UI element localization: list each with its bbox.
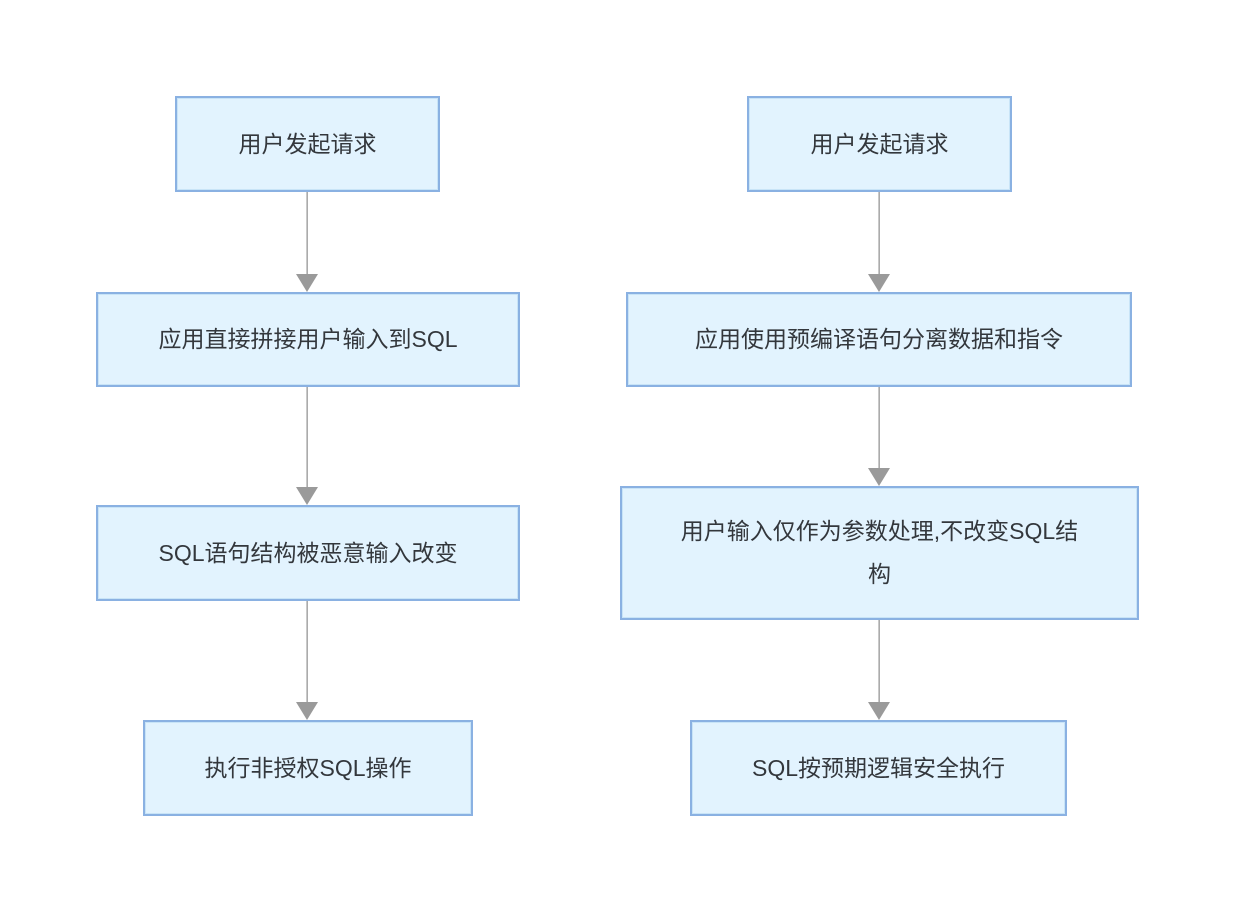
node-vulnerable-unauthorized-sql: 执行非授权SQL操作 — [143, 720, 473, 816]
arrow-head-icon — [296, 274, 318, 292]
arrow-down-connector — [296, 192, 318, 292]
arrow-head-icon — [296, 702, 318, 720]
node-secure-parameterized-input: 用户输入仅作为参数处理,不改变SQL结构 — [620, 486, 1139, 620]
node-label: 用户发起请求 — [810, 130, 949, 157]
node-vulnerable-user-request: 用户发起请求 — [175, 96, 440, 192]
node-vulnerable-structure-altered: SQL语句结构被恶意输入改变 — [96, 505, 520, 601]
arrow-stem — [306, 387, 308, 489]
arrow-stem — [878, 620, 880, 704]
arrow-stem — [878, 387, 880, 470]
arrow-down-connector — [868, 387, 890, 486]
arrow-head-icon — [868, 702, 890, 720]
arrow-head-icon — [868, 468, 890, 486]
node-label: 用户发起请求 — [238, 130, 377, 157]
node-label: SQL按预期逻辑安全执行 — [751, 754, 1006, 781]
arrow-stem — [878, 192, 880, 276]
arrow-stem — [306, 601, 308, 704]
arrow-head-icon — [296, 487, 318, 505]
arrow-head-icon — [868, 274, 890, 292]
node-secure-prepared-statement: 应用使用预编译语句分离数据和指令 — [626, 292, 1132, 387]
arrow-down-connector — [296, 387, 318, 505]
node-label: 应用使用预编译语句分离数据和指令 — [695, 326, 1063, 353]
node-label: 执行非授权SQL操作 — [204, 754, 412, 781]
node-label: SQL语句结构被恶意输入改变 — [158, 539, 458, 566]
node-secure-user-request: 用户发起请求 — [747, 96, 1012, 192]
arrow-down-connector — [868, 192, 890, 292]
node-vulnerable-string-concat: 应用直接拼接用户输入到SQL — [96, 292, 520, 387]
arrow-down-connector — [868, 620, 890, 720]
node-label: 用户输入仅作为参数处理,不改变SQL结构 — [680, 518, 1079, 587]
node-secure-safe-execution: SQL按预期逻辑安全执行 — [690, 720, 1067, 816]
arrow-down-connector — [296, 601, 318, 720]
node-label: 应用直接拼接用户输入到SQL — [158, 326, 458, 353]
arrow-stem — [306, 192, 308, 276]
